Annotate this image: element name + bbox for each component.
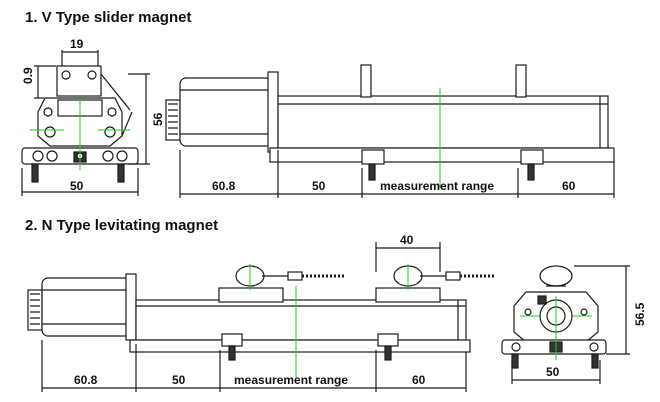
v-dim-range: measurement range	[380, 179, 494, 193]
n-dim-end-len: 60	[412, 373, 426, 387]
n-type-side-view	[27, 242, 471, 392]
n-dim-magnet-gap: 40	[400, 233, 414, 247]
section1-title: 1. V Type slider magnet	[25, 9, 191, 26]
v-type-end-view	[21, 50, 150, 196]
n-dim-start-len: 50	[172, 373, 186, 387]
v-dim-height: 56	[151, 112, 165, 126]
n-dim-motor-len: 60.8	[74, 373, 98, 387]
n-dim-height: 56.5	[633, 302, 647, 326]
v-type-end-centerlines	[30, 100, 130, 170]
v-dim-top-width: 19	[70, 37, 84, 51]
n-dim-range: measurement range	[234, 373, 348, 387]
n-type-side-centerlines	[249, 264, 409, 378]
v-dim-motor-len: 60.8	[212, 179, 236, 193]
v-dim-gap: 0.9	[21, 67, 35, 84]
n-dim-base-width: 50	[546, 365, 560, 379]
section2-title: 2. N Type levitating magnet	[25, 217, 218, 234]
v-dim-base-width: 50	[70, 179, 84, 193]
n-type-end-centerlines	[520, 296, 592, 360]
v-type-side-view	[165, 64, 615, 198]
v-dim-start-len: 50	[312, 179, 326, 193]
n-type-end-view	[501, 265, 630, 384]
v-dim-end-len: 60	[562, 179, 576, 193]
